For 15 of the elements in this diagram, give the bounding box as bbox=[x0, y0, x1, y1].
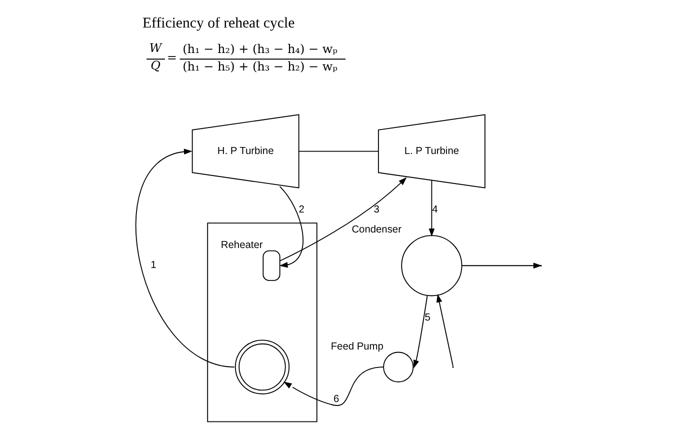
label: = bbox=[166, 50, 176, 64]
node-label: Reheater bbox=[220, 240, 262, 251]
edge-label: 2 bbox=[298, 204, 304, 216]
edge-label: 1 bbox=[150, 260, 156, 272]
edge-label: 6 bbox=[332, 394, 339, 406]
label: (h₁ − h₅) + (h₃ − h₂) − wₚ bbox=[182, 60, 337, 74]
edge-label: 4 bbox=[432, 204, 438, 216]
node-label: Feed Pump bbox=[330, 341, 383, 352]
diagram-title: Efficiency of reheat cycle bbox=[142, 15, 294, 32]
label: Q bbox=[150, 58, 160, 73]
label: W bbox=[148, 41, 162, 56]
node-label: Condenser bbox=[351, 224, 401, 236]
edge-label: 5 bbox=[424, 312, 430, 324]
edge-label: 3 bbox=[373, 204, 379, 216]
label: (h₁ − h₂) + (h₃ − h₄) − wₚ bbox=[182, 42, 337, 56]
